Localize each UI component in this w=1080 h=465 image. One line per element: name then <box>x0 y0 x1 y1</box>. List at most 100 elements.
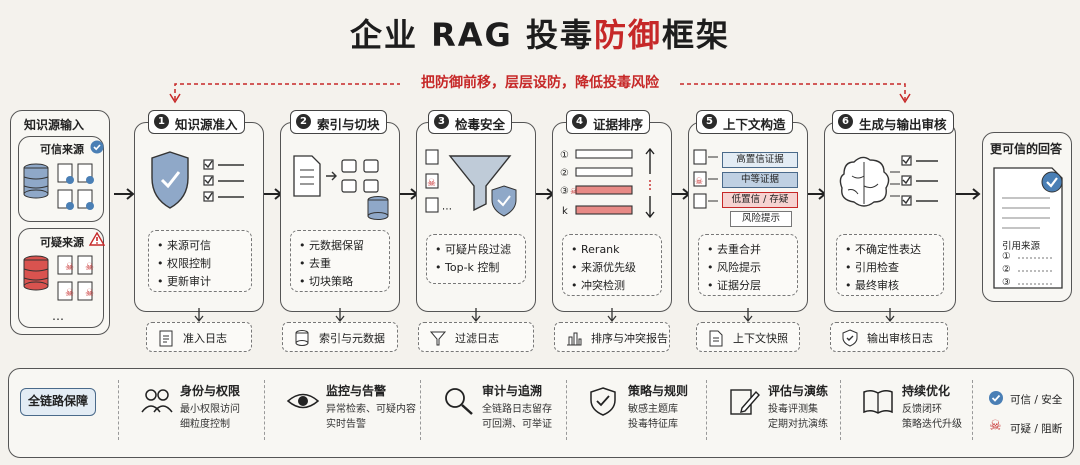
pillar-title: 策略与规则 <box>628 384 689 398</box>
svg-text:☠: ☠ <box>695 177 703 187</box>
stage-3-bullets: 可疑片段过滤 Top-k 控制 <box>426 234 526 284</box>
stage-2-bullet: 去重 <box>299 255 381 273</box>
pillar-desc-line: 定期对抗演练 <box>768 419 828 430</box>
stage-6-title: 生成与输出审核 <box>859 117 947 132</box>
pillar-desc-line: 异常检索、可疑内容 <box>326 404 416 415</box>
stage-2-bullet: 切块策略 <box>299 273 381 291</box>
suspicious-label: 可疑来源 <box>40 236 84 249</box>
svg-text:☠: ☠ <box>427 178 436 189</box>
stage-6-log: 输出审核日志 <box>830 322 948 352</box>
database-icon <box>295 330 309 346</box>
stage-5-title: 上下文构造 <box>723 117 786 132</box>
divider <box>840 380 841 440</box>
page-title: 企业 RAG 投毒防御框架 <box>0 10 1080 56</box>
chunking-icon <box>293 155 389 220</box>
stage-5-bullet: 去重合并 <box>707 241 789 259</box>
pillar-title: 监控与告警 <box>326 384 387 398</box>
pillar-title: 身份与权限 <box>180 384 241 398</box>
check-circle-icon <box>989 391 1003 405</box>
stage-4-bullet: 冲突检测 <box>571 277 653 295</box>
stage-1-log: 准入日志 <box>146 322 252 352</box>
funnel-filter-icon: ☠ ⋯ <box>425 149 517 217</box>
divider <box>972 380 973 440</box>
pillar-desc: 最小权限访问细粒度控制 <box>180 402 240 432</box>
divider <box>118 380 119 440</box>
pillar-desc-line: 反馈闭环 <box>902 404 942 415</box>
brain-review-icon <box>839 155 938 207</box>
stage-2-bullet: 元数据保留 <box>299 237 381 255</box>
stage-1-bullets: 来源可信 权限控制 更新审计 <box>148 230 252 292</box>
svg-text:⋯: ⋯ <box>442 204 452 215</box>
tier-low: 低置信 / 存疑 <box>722 192 798 208</box>
rank-label-2: ② <box>560 168 569 179</box>
title-accent: 防御 <box>593 16 662 54</box>
ranking-icon: ① ② ③ k ☠ <box>560 147 655 219</box>
output-title: 更可信的回答 <box>990 142 1063 156</box>
trusted-label: 可信来源 <box>40 143 84 156</box>
stage-2-log-label: 索引与元数据 <box>319 332 385 345</box>
pillar-title: 评估与演练 <box>768 384 829 398</box>
rank-label-1: ① <box>560 150 569 161</box>
stage-1-title: 知识源准入 <box>175 117 238 132</box>
divider <box>264 380 265 440</box>
source-header: 知识源输入 <box>24 118 85 132</box>
pillar-desc-line: 敏感主题库 <box>628 404 678 415</box>
svg-text:☠: ☠ <box>65 288 74 299</box>
pillar-policy: 策略与规则 敏感主题库投毒特征库 <box>572 380 712 440</box>
stage-5-header: 5 上下文构造 <box>696 110 793 134</box>
pillar-desc-line: 最小权限访问 <box>180 404 240 415</box>
stage-2-header: 2 索引与切块 <box>290 110 387 134</box>
stage-6-bullet: 引用检查 <box>845 259 935 277</box>
rank-label-k: k <box>562 206 568 217</box>
subtitle: 把防御前移，层层设防，降低投毒风险 <box>421 75 659 91</box>
clipboard-icon <box>159 330 173 347</box>
pillar-identity: 身份与权限 最小权限访问细粒度控制 <box>124 380 264 440</box>
shield-checklist-icon <box>151 151 244 209</box>
users-icon <box>141 389 173 413</box>
stage-2-number: 2 <box>296 114 311 129</box>
stage-1-bullet: 更新审计 <box>157 273 243 291</box>
eye-icon <box>286 393 320 409</box>
stage-1-log-label: 准入日志 <box>183 332 227 345</box>
guarantee-bar <box>8 368 1074 458</box>
document-icon <box>709 330 723 347</box>
svg-text:☠: ☠ <box>570 187 577 196</box>
stage-3-title: 检毒安全 <box>455 117 506 132</box>
pillar-optimization: 持续优化 反馈闭环策略迭代升级 <box>846 380 986 440</box>
stage-2-title: 索引与切块 <box>317 117 380 132</box>
pillar-desc-line: 可回溯、可举证 <box>482 419 552 430</box>
stage-1-bullet: 来源可信 <box>157 237 243 255</box>
legend-blocked: 可疑 / 阻断 <box>1010 423 1063 435</box>
more-sources: ⋯ <box>52 312 64 326</box>
pillar-desc-line: 实时告警 <box>326 419 366 430</box>
citation-1: ① <box>1002 251 1011 262</box>
stage-6-bullet: 不确定性表达 <box>845 241 935 259</box>
log-arrows <box>194 308 895 323</box>
pillar-desc: 敏感主题库投毒特征库 <box>628 402 678 432</box>
stage-3-bullet: Top-k 控制 <box>435 259 517 277</box>
stage-5-log-label: 上下文快照 <box>733 332 788 345</box>
stage-1-bullet: 权限控制 <box>157 255 243 273</box>
citation-label: 引用来源 <box>1002 241 1041 252</box>
pillar-desc: 异常检索、可疑内容实时告警 <box>326 402 416 432</box>
tier-high: 高置信证据 <box>722 152 798 168</box>
pillar-desc: 投毒评测集定期对抗演练 <box>768 402 828 432</box>
tier-medium: 中等证据 <box>722 172 798 188</box>
stage-4-bullet: Rerank <box>571 241 653 259</box>
warning-icon <box>89 232 105 246</box>
stage-4-log-label: 排序与冲突报告 <box>591 332 668 345</box>
stage-2-bullets: 元数据保留 去重 切块策略 <box>290 230 390 292</box>
forward-arrow-arc <box>169 83 911 104</box>
svg-text:☠: ☠ <box>85 288 94 299</box>
stage-4-log: 排序与冲突报告 <box>554 322 670 352</box>
pillar-evaluation: 评估与演练 投毒评测集定期对抗演练 <box>712 380 852 440</box>
pillar-audit: 审计与追溯 全链路日志留存可回溯、可举证 <box>426 380 566 440</box>
title-tail: 框架 <box>661 16 730 54</box>
svg-text:☠: ☠ <box>85 262 94 273</box>
stage-3-log-label: 过滤日志 <box>455 332 499 345</box>
magnifier-icon <box>445 388 473 415</box>
stage-5-number: 5 <box>702 114 717 129</box>
shield-check-icon <box>842 329 858 347</box>
